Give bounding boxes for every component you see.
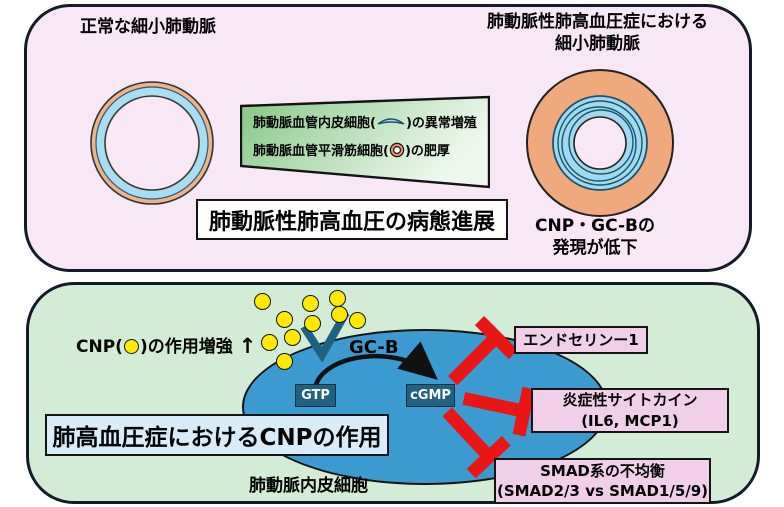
cnp-molecule (261, 334, 278, 351)
cnp-molecule (276, 353, 293, 370)
expression-line2: 発現が低下 (552, 238, 638, 259)
target-smad-line2: (SMAD2/3 vs SMAD1/5/9) (496, 482, 709, 500)
cnp-action-prefix: CNP( (76, 336, 123, 357)
target-cytokine-box: 炎症性サイトカイン (IL6, MCP1) (531, 388, 729, 433)
wedge-text-line2: 肺動脈血管平滑筋細胞( )の肥厚 (253, 140, 450, 159)
cnp-molecule (302, 295, 319, 312)
cnp-molecule-icon (123, 339, 139, 355)
wedge-text-line1: 肺動脈血管内皮細胞( )の異常増殖 (253, 112, 477, 131)
endothelial-cell-label: 肺動脈内皮細胞 (249, 476, 368, 496)
cnp-molecule (304, 315, 321, 332)
wedge-line1-suffix: )の異常増殖 (405, 116, 477, 131)
cnp-molecule (329, 290, 346, 307)
expression-line1: CNP・GC-Bの (535, 216, 655, 236)
pah-artery-label: 肺動脈性肺高血圧症における 細小肺動脈 (455, 11, 740, 55)
cnp-action-title-box: 肺高血圧症におけるCNPの作用 (45, 414, 389, 456)
gtp-box: GTP (295, 384, 336, 407)
gcb-receptor-label: GC-B (349, 337, 399, 358)
wedge-line2-suffix: )の肥厚 (404, 144, 450, 159)
cnp-molecule (284, 329, 301, 346)
target-smad-box: SMAD系の不均衡 (SMAD2/3 vs SMAD1/5/9) (494, 458, 711, 504)
target-cytokine-line1: 炎症性サイトカイン (562, 391, 698, 410)
cgmp-box: cGMP (406, 384, 455, 407)
endothelial-cell-icon (377, 117, 405, 125)
wedge-line2-prefix: 肺動脈血管平滑筋細胞( (253, 144, 389, 159)
up-arrow-icon: ↑ (238, 334, 257, 358)
normal-artery-label: 正常な細小肺動脈 (80, 17, 216, 37)
smooth-muscle-cell-icon (389, 142, 405, 157)
cnp-molecule (331, 306, 348, 323)
cnp-action-label: CNP( )の作用増強 ↑ (76, 333, 256, 360)
cnp-molecule (349, 312, 366, 329)
expression-decrease-label: CNP・GC-Bの 発現が低下 (505, 215, 685, 259)
target-endothelin-box: エンドセリンー1 (514, 326, 648, 354)
wedge-line1-prefix: 肺動脈血管内皮細胞( (253, 116, 376, 131)
pah-artery-label-line2: 細小肺動脈 (555, 34, 640, 55)
target-endothelin-line1: エンドセリンー1 (523, 330, 639, 349)
cnp-action-suffix: )の作用増強 (139, 336, 233, 357)
target-cytokine-line2: (IL6, MCP1) (581, 411, 679, 430)
progression-title-box: 肺動脈性肺高血圧の病態進展 (196, 199, 508, 240)
cnp-molecule (276, 311, 293, 328)
cnp-molecule (254, 293, 271, 310)
target-smad-line1: SMAD系の不均衡 (540, 461, 665, 480)
pah-artery-label-line1: 肺動脈性肺高血圧症における (487, 12, 708, 32)
